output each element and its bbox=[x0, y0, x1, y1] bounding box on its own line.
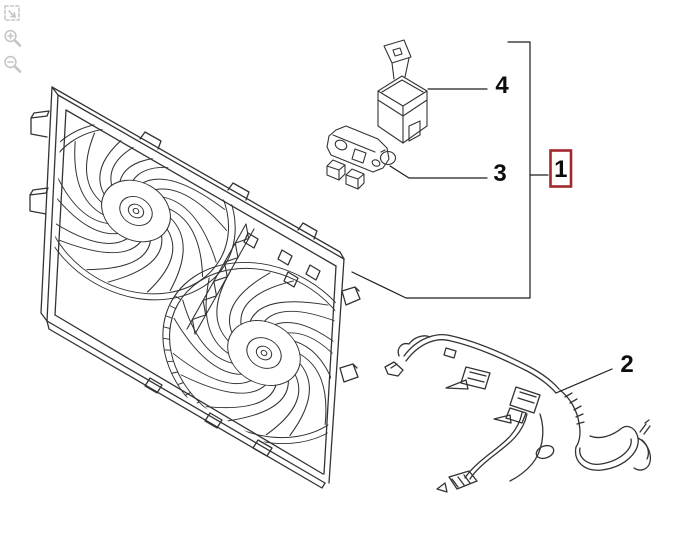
relay-part bbox=[377, 39, 428, 144]
callout-1-box[interactable] bbox=[549, 149, 573, 188]
viewer-toolbar bbox=[2, 2, 24, 76]
zoom-in-button[interactable] bbox=[2, 28, 24, 50]
callout-4-label[interactable]: 4 bbox=[495, 72, 509, 99]
fan2-ring-ticks bbox=[163, 295, 200, 406]
shroud-divider-lattice bbox=[186, 223, 255, 335]
wiring-harness-part bbox=[384, 334, 652, 493]
callout-3-label[interactable]: 3 bbox=[493, 160, 506, 187]
callout-labels: 1 2 3 4 bbox=[493, 72, 633, 378]
fit-view-icon bbox=[4, 5, 20, 21]
fan2-blades bbox=[172, 270, 338, 436]
zoom-out-icon bbox=[4, 55, 22, 73]
fan-wheels bbox=[51, 121, 338, 445]
fit-view-button[interactable] bbox=[2, 2, 24, 24]
callout-2-label[interactable]: 2 bbox=[620, 351, 633, 378]
fan-shroud-frame bbox=[29, 86, 361, 489]
callout-lines bbox=[351, 41, 613, 394]
zoom-in-icon bbox=[4, 29, 22, 47]
zoom-out-button[interactable] bbox=[2, 54, 24, 76]
fan-control-module-part bbox=[326, 125, 397, 190]
callout-1-label[interactable]: 1 bbox=[554, 156, 567, 183]
